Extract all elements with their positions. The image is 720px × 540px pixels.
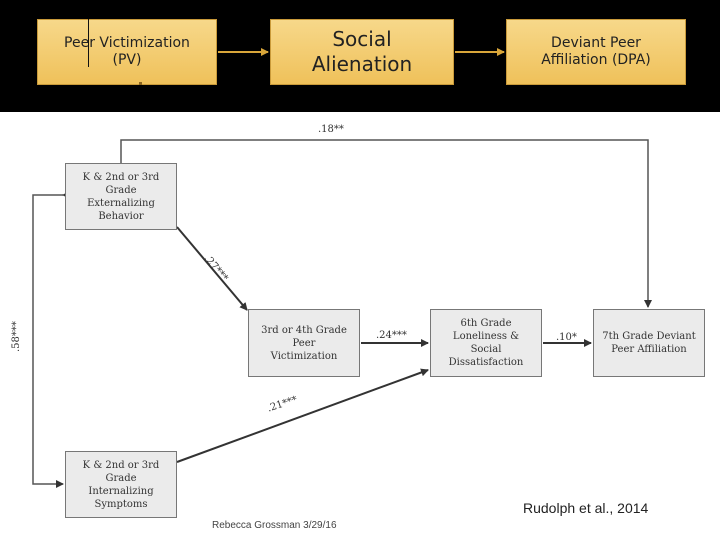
text-cursor — [88, 19, 89, 67]
coef-pv-to-loneliness: .24*** — [376, 330, 407, 341]
social-alienation-line2: Alienation — [311, 52, 413, 76]
deviant-peer-affiliation-box: Deviant Peer Affiliation (DPA) — [506, 19, 686, 85]
deviant-peer-affiliation-label: Deviant Peer — [551, 34, 641, 51]
deviant-peer-node: 7th Grade Deviant Peer Affiliation — [593, 309, 705, 377]
coef-ext-int-correlation: .58*** — [11, 321, 22, 352]
arrow-ext-to-deviant — [120, 139, 652, 308]
coef-ext-to-deviant: .18** — [318, 124, 344, 135]
correlation-ext-int — [32, 191, 70, 488]
footer-text: Rebecca Grossman 3/29/16 — [212, 520, 337, 531]
coef-loneliness-to-deviant: .10* — [556, 332, 577, 343]
citation: Rudolph et al., 2014 — [523, 500, 649, 516]
loneliness-node: 6th Grade Loneliness & Social Dissatisfa… — [430, 309, 542, 377]
arrow-ext-to-pv — [176, 226, 248, 311]
deviant-peer-affiliation-abbr: Affiliation (DPA) — [541, 52, 651, 68]
social-alienation-box: Social Alienation — [270, 19, 454, 85]
peer-victimization-node: 3rd or 4th Grade Peer Victimization — [248, 309, 360, 377]
social-alienation-line1: Social — [332, 27, 392, 51]
externalizing-behavior-box: K & 2nd or 3rd Grade Externalizing Behav… — [65, 163, 177, 230]
internalizing-symptoms-box: K & 2nd or 3rd Grade Internalizing Sympt… — [65, 451, 177, 518]
peer-victimization-node-label: 3rd or 4th Grade Peer Victimization — [261, 324, 347, 362]
peer-victimization-box: Peer Victimization (PV) — [37, 19, 217, 85]
externalizing-behavior-label: K & 2nd or 3rd Grade Externalizing Behav… — [82, 171, 160, 222]
deviant-peer-node-label: 7th Grade Deviant Peer Affiliation — [602, 331, 696, 355]
cursor-mark — [139, 82, 142, 85]
arrow-int-to-loneliness — [176, 368, 429, 463]
loneliness-node-label: 6th Grade Loneliness & Social Dissatisfa… — [448, 318, 524, 368]
peer-victimization-label: Peer Victimization — [64, 34, 190, 51]
internalizing-symptoms-label: K & 2nd or 3rd Grade Internalizing Sympt… — [82, 459, 160, 510]
peer-victimization-abbr: (PV) — [112, 52, 142, 68]
